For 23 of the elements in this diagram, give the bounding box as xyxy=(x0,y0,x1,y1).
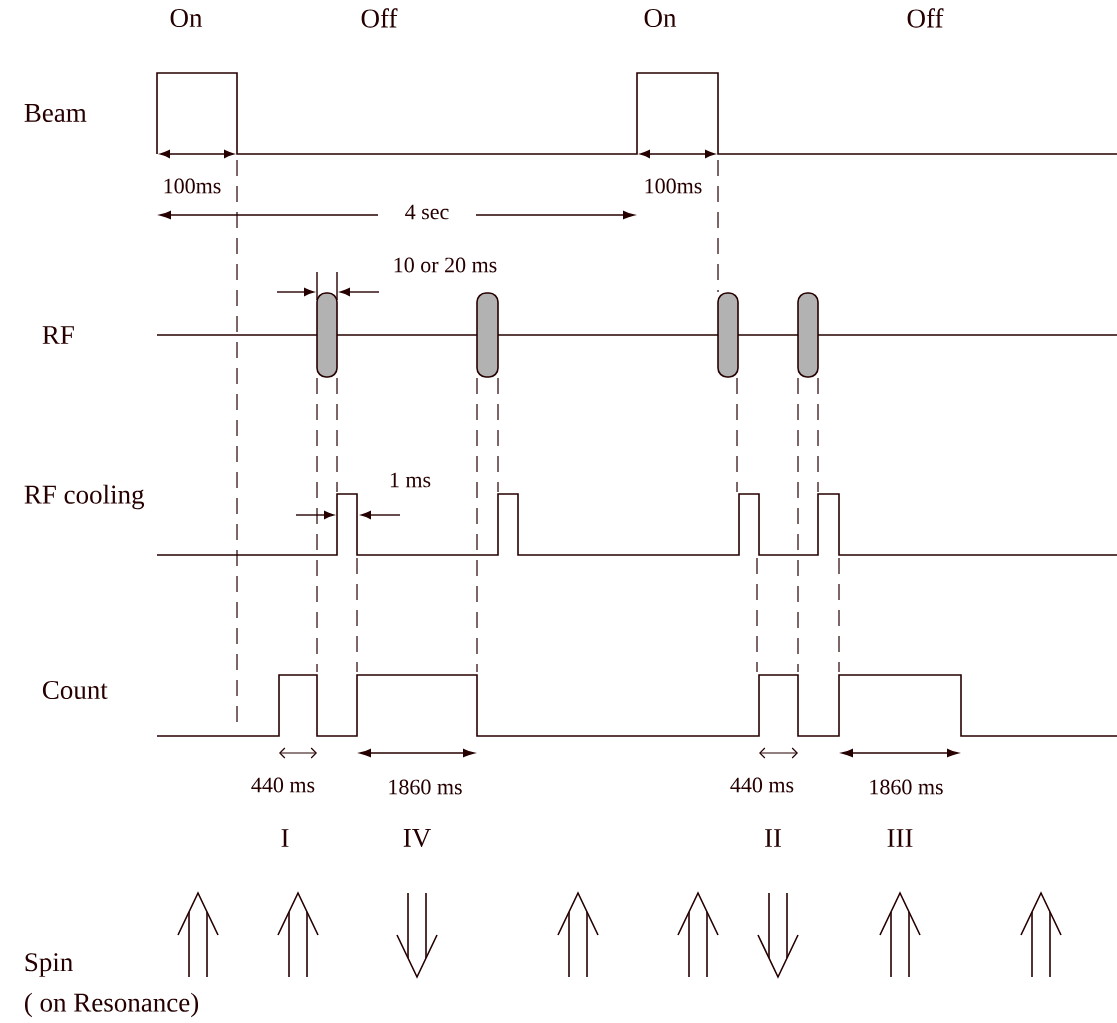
dimension-label: 1860 ms xyxy=(870,779,943,795)
dimension-label: 4 sec xyxy=(405,204,449,220)
dimension-label: 440 ms xyxy=(251,777,315,793)
phase-label: I xyxy=(281,829,289,847)
state-label: Off xyxy=(361,8,398,28)
signal-label: Spin xyxy=(25,953,73,977)
signal-label: RF cooling xyxy=(24,484,145,510)
dimension-label: 10 or 20 ms xyxy=(394,257,497,273)
dimension-label: 1 ms xyxy=(390,472,431,488)
dimension-label: 440 ms xyxy=(730,777,794,793)
state-label: On xyxy=(644,8,677,28)
dimension-label: 100ms xyxy=(164,178,221,194)
state-label: On xyxy=(170,8,203,28)
signal-label: RF xyxy=(42,326,74,344)
phase-label: IV xyxy=(403,828,431,848)
dimension-label: 1860 ms xyxy=(389,779,462,795)
dimension-label: 100ms xyxy=(645,178,702,194)
phase-label: III xyxy=(887,829,913,847)
signal-label: ( on Resonance) xyxy=(25,992,199,1018)
state-label: Off xyxy=(907,8,944,28)
phase-label: II xyxy=(765,829,782,847)
signal-label: Beam xyxy=(24,104,87,122)
signal-label: Count xyxy=(42,680,108,700)
